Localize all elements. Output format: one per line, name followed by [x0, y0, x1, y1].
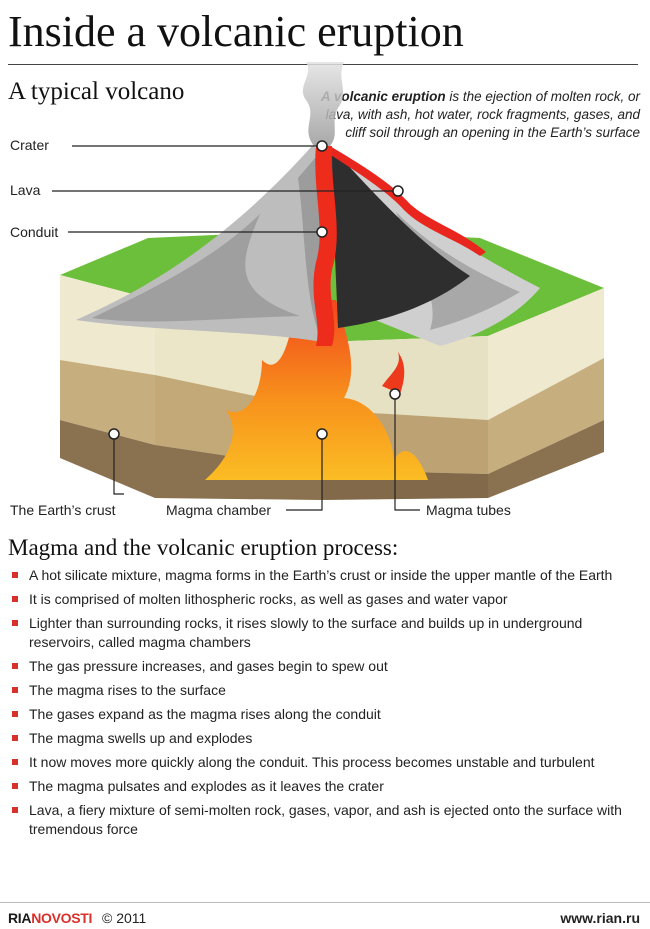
copyright: © 2011 — [102, 910, 147, 926]
label-earths-crust: The Earth’s crust — [8, 502, 118, 518]
callout-line-crust — [113, 434, 124, 495]
process-step: Lava, a fiery mixture of semi-molten roc… — [8, 801, 640, 839]
bullet-icon — [12, 807, 18, 813]
label-lava: Lava — [8, 182, 43, 198]
footer-divider — [0, 902, 650, 903]
definition-text: A volcanic eruption is the ejection of m… — [310, 88, 640, 142]
process-step: The magma swells up and explodes — [8, 729, 640, 748]
marker-conduit — [316, 226, 328, 238]
marker-crust — [108, 428, 120, 440]
label-magma-tubes: Magma tubes — [424, 502, 513, 518]
crust-layer-right-3 — [488, 420, 604, 498]
marker-lava — [392, 185, 404, 197]
page-title: Inside a volcanic eruption — [8, 7, 464, 56]
label-magma-chamber: Magma chamber — [164, 502, 274, 518]
bullet-icon — [12, 783, 18, 789]
crust-layer-right-1 — [488, 288, 604, 420]
definition-term: A volcanic eruption — [320, 89, 446, 104]
smoke-plume — [302, 62, 344, 146]
lava-flow — [326, 146, 486, 256]
label-crater: Crater — [8, 137, 51, 153]
bullet-icon — [12, 663, 18, 669]
conduit — [313, 146, 337, 346]
bullet-icon — [12, 596, 18, 602]
process-step: The magma rises to the surface — [8, 681, 640, 700]
process-steps: A hot silicate mixture, magma forms in t… — [8, 566, 640, 844]
process-step: The gases expand as the magma rises alon… — [8, 705, 640, 724]
crust-layer-left-3 — [60, 420, 155, 498]
bullet-icon — [12, 735, 18, 741]
marker-crater — [316, 140, 328, 152]
cone-inner-dark — [332, 148, 470, 328]
crust-layer-right-2 — [488, 358, 604, 474]
bullet-icon — [12, 572, 18, 578]
brand-logo: RIANOVOSTI — [8, 910, 93, 926]
process-step: The magma pulsates and explodes as it le… — [8, 777, 640, 796]
process-step: It is comprised of molten lithospheric r… — [8, 590, 640, 609]
site-link[interactable]: www.rian.ru — [560, 910, 640, 926]
process-step: The gas pressure increases, and gases be… — [8, 657, 640, 676]
definition-body: is the ejection of molten rock, or lava,… — [325, 89, 640, 140]
cone-left — [76, 146, 322, 342]
process-step: Lighter than surrounding rocks, it rises… — [8, 614, 640, 652]
marker-tubes — [389, 388, 401, 400]
bullet-icon — [12, 711, 18, 717]
crust-layer-left-2 — [60, 360, 155, 445]
process-step: A hot silicate mixture, magma forms in t… — [8, 566, 640, 585]
bullet-icon — [12, 687, 18, 693]
process-step: It now moves more quickly along the cond… — [8, 753, 640, 772]
label-conduit: Conduit — [8, 224, 61, 240]
callout-line-tubes — [394, 394, 420, 511]
callout-line-chamber — [286, 434, 323, 511]
volcano-diagram — [52, 62, 604, 511]
subtitle: A typical volcano — [8, 78, 185, 105]
bullet-icon — [12, 620, 18, 626]
magma-tube-right — [382, 352, 405, 394]
cone-left-ridges — [92, 214, 300, 322]
magma-chamber — [205, 300, 428, 480]
process-title: Magma and the volcanic eruption process: — [8, 535, 399, 560]
marker-chamber — [316, 428, 328, 440]
bullet-icon — [12, 759, 18, 765]
